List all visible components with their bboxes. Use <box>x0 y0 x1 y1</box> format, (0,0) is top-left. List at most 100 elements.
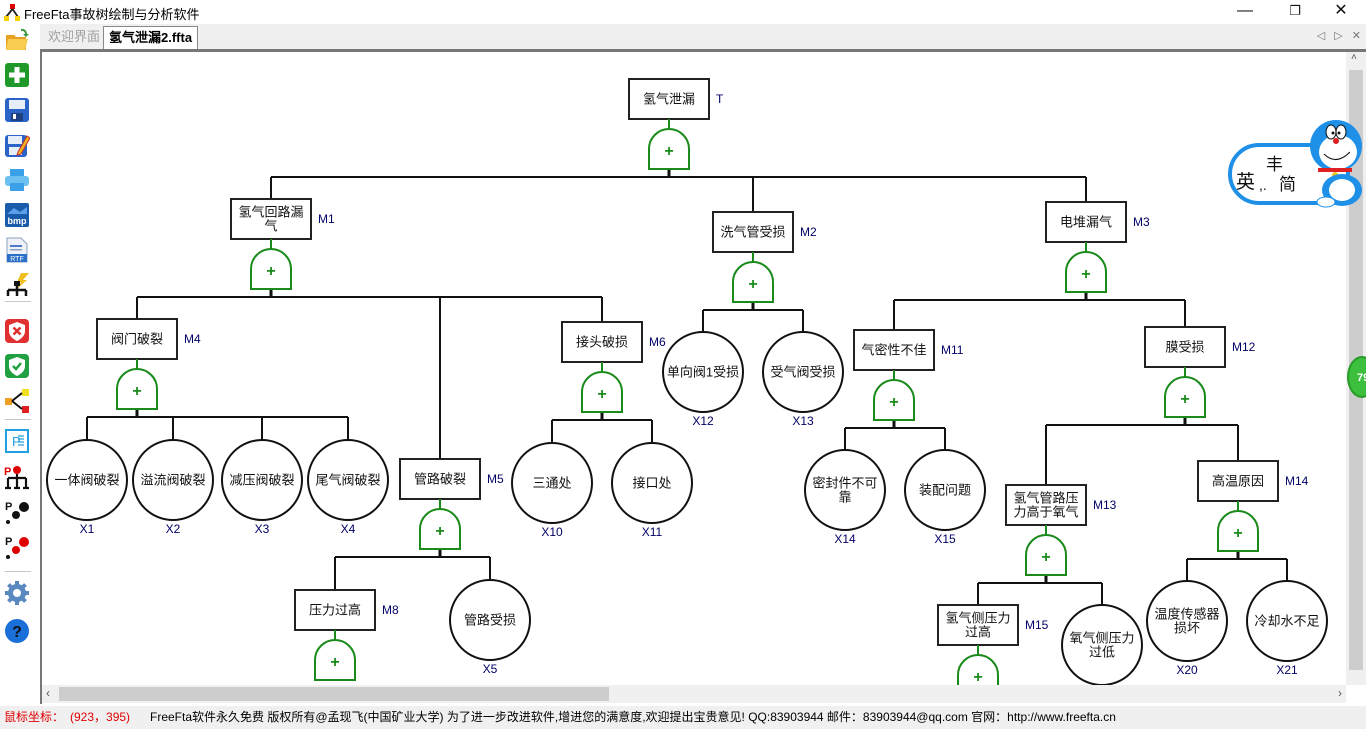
basic-event-label-x12: 单向阀1受损 <box>667 365 739 380</box>
save-icon[interactable] <box>4 97 30 123</box>
event-id-t: T <box>716 92 724 106</box>
or-gate-m5 <box>419 508 461 550</box>
basic-event-circle-x4 <box>307 439 389 521</box>
or-gate-symbol: + <box>330 654 339 671</box>
event-box-t <box>628 78 710 120</box>
or-gate-symbol: + <box>889 394 898 411</box>
event-label-m13: 氢气管路压力高于氧气 <box>1013 490 1078 519</box>
or-gate-m12 <box>1164 376 1206 418</box>
event-label-m14: 高温原因 <box>1212 474 1264 489</box>
or-gate-m11 <box>873 379 915 421</box>
basic-event-label-x15: 装配问题 <box>919 483 971 498</box>
or-gate-symbol: + <box>748 276 757 293</box>
lang-simplified[interactable]: 简 <box>1279 175 1296 194</box>
minimize-button[interactable]: — <box>1237 2 1253 19</box>
event-box-m6 <box>561 321 643 363</box>
tab-document[interactable]: 氢气泄漏2.ffta <box>103 26 199 49</box>
svg-text:P: P <box>12 434 21 449</box>
new-file-icon[interactable] <box>4 62 30 88</box>
scroll-right-arrow[interactable]: › <box>1338 686 1342 700</box>
basic-event-circle-x16 <box>1061 604 1143 685</box>
language-switch-widget[interactable]: 丰 英 ,. 简 <box>1228 118 1366 210</box>
mouse-coord-label: 鼠标坐标： <box>4 710 65 724</box>
or-gate-t <box>648 128 690 170</box>
event-id-m13: M13 <box>1093 498 1117 512</box>
tab-welcome[interactable]: 欢迎界面 <box>43 26 107 49</box>
basic-event-id-x21: X21 <box>1276 663 1298 677</box>
or-gate-m4 <box>116 368 158 410</box>
basic-event-id-x15: X15 <box>934 532 956 546</box>
basic-event-circle-x10 <box>511 442 593 524</box>
save-as-icon[interactable] <box>4 132 30 158</box>
branch-icon[interactable] <box>4 388 30 414</box>
event-label-t: 氢气泄漏 <box>643 92 695 107</box>
open-folder-icon[interactable] <box>4 27 30 53</box>
event-label-m15: 氢气侧压力过高 <box>945 610 1010 639</box>
check-shield-icon[interactable] <box>4 353 30 379</box>
print-icon[interactable] <box>4 167 30 193</box>
or-gate-symbol: + <box>1180 391 1189 408</box>
basic-event-id-x20: X20 <box>1176 663 1198 677</box>
basic-event-label-x2: 溢流阀破裂 <box>140 473 205 488</box>
report-p-icon[interactable]: P <box>4 428 30 454</box>
basic-event-circle-x15 <box>904 449 986 531</box>
p-black-dots-icon[interactable]: P <box>4 499 30 525</box>
or-gate-symbol: + <box>435 523 444 540</box>
horizontal-scrollbar[interactable]: ‹ › <box>42 685 1346 703</box>
event-label-m1: 氢气回路漏气 <box>238 204 303 233</box>
event-id-m5: M5 <box>487 472 504 486</box>
basic-event-label-x14: 密封件不可靠 <box>812 475 877 504</box>
event-box-m2 <box>712 211 794 253</box>
svg-text:?: ? <box>12 624 22 641</box>
app-logo-icon <box>4 4 20 21</box>
side-float-badge[interactable]: 79 <box>1347 356 1366 398</box>
event-id-m15: M15 <box>1025 618 1049 632</box>
status-info-text: FreeFta软件永久免费 版权所有@孟现飞(中国矿业大学) 为了进一步改进软件… <box>150 710 1116 724</box>
window-title: FreeFta事故树绘制与分析软件 <box>24 7 200 22</box>
maximize-button[interactable]: ❐ <box>1289 3 1301 18</box>
event-id-m3: M3 <box>1133 215 1150 229</box>
scroll-left-arrow[interactable]: ‹ <box>46 686 50 700</box>
export-rtf-icon[interactable]: RTF <box>4 237 30 263</box>
delete-shield-icon[interactable] <box>4 318 30 344</box>
svg-text:bmp: bmp <box>8 216 28 226</box>
title-bar: FreeFta事故树绘制与分析软件 — ❐ ✕ <box>0 0 1366 24</box>
basic-event-label-x21: 冷却水不足 <box>1254 614 1319 629</box>
event-label-m3: 电堆漏气 <box>1060 215 1112 230</box>
tab-bar: 欢迎界面 氢气泄漏2.ffta ◁ ▷ ✕ <box>40 24 1366 49</box>
scroll-up-arrow[interactable]: ˄ <box>1351 52 1357 63</box>
left-toolbar: bmp RTF P P P <box>0 24 36 700</box>
or-gate-symbol: + <box>1233 525 1242 542</box>
or-gate-m13 <box>1025 534 1067 576</box>
auto-layout-tree-icon[interactable] <box>4 272 30 298</box>
svg-text:P: P <box>5 501 12 513</box>
mouse-coord-value: (923，395) <box>70 710 131 724</box>
svg-text:RTF: RTF <box>10 256 23 263</box>
close-button[interactable]: ✕ <box>1334 2 1348 19</box>
event-label-m8: 压力过高 <box>309 603 361 618</box>
basic-event-label-x10: 三通处 <box>532 476 571 491</box>
horizontal-scroll-thumb[interactable] <box>59 687 609 701</box>
event-box-m12 <box>1144 326 1226 368</box>
doraemon-mascot-icon <box>1310 120 1362 208</box>
tab-navigation[interactable]: ◁ ▷ ✕ <box>1316 30 1364 42</box>
settings-gear-icon[interactable] <box>4 580 30 606</box>
basic-event-label-x13: 受气阀受损 <box>770 365 835 380</box>
event-label-m12: 膜受损 <box>1165 340 1204 355</box>
or-gate-symbol: + <box>132 383 141 400</box>
basic-event-id-x2: X2 <box>166 522 181 536</box>
p-tree-icon[interactable]: P <box>4 464 30 490</box>
basic-event-circle-x20 <box>1146 580 1228 662</box>
help-icon[interactable]: ? <box>4 618 30 644</box>
lang-english[interactable]: 英 <box>1236 171 1255 193</box>
basic-event-circle-x14 <box>804 449 886 531</box>
event-box-m4 <box>96 318 178 360</box>
lang-separator: ,. <box>1259 177 1267 193</box>
event-id-m6: M6 <box>649 335 666 349</box>
export-bmp-icon[interactable]: bmp <box>4 202 30 228</box>
basic-event-label-x4: 尾气阀破裂 <box>315 473 380 488</box>
or-gate-m8 <box>314 639 356 681</box>
p-red-dots-icon[interactable]: P <box>4 534 30 560</box>
